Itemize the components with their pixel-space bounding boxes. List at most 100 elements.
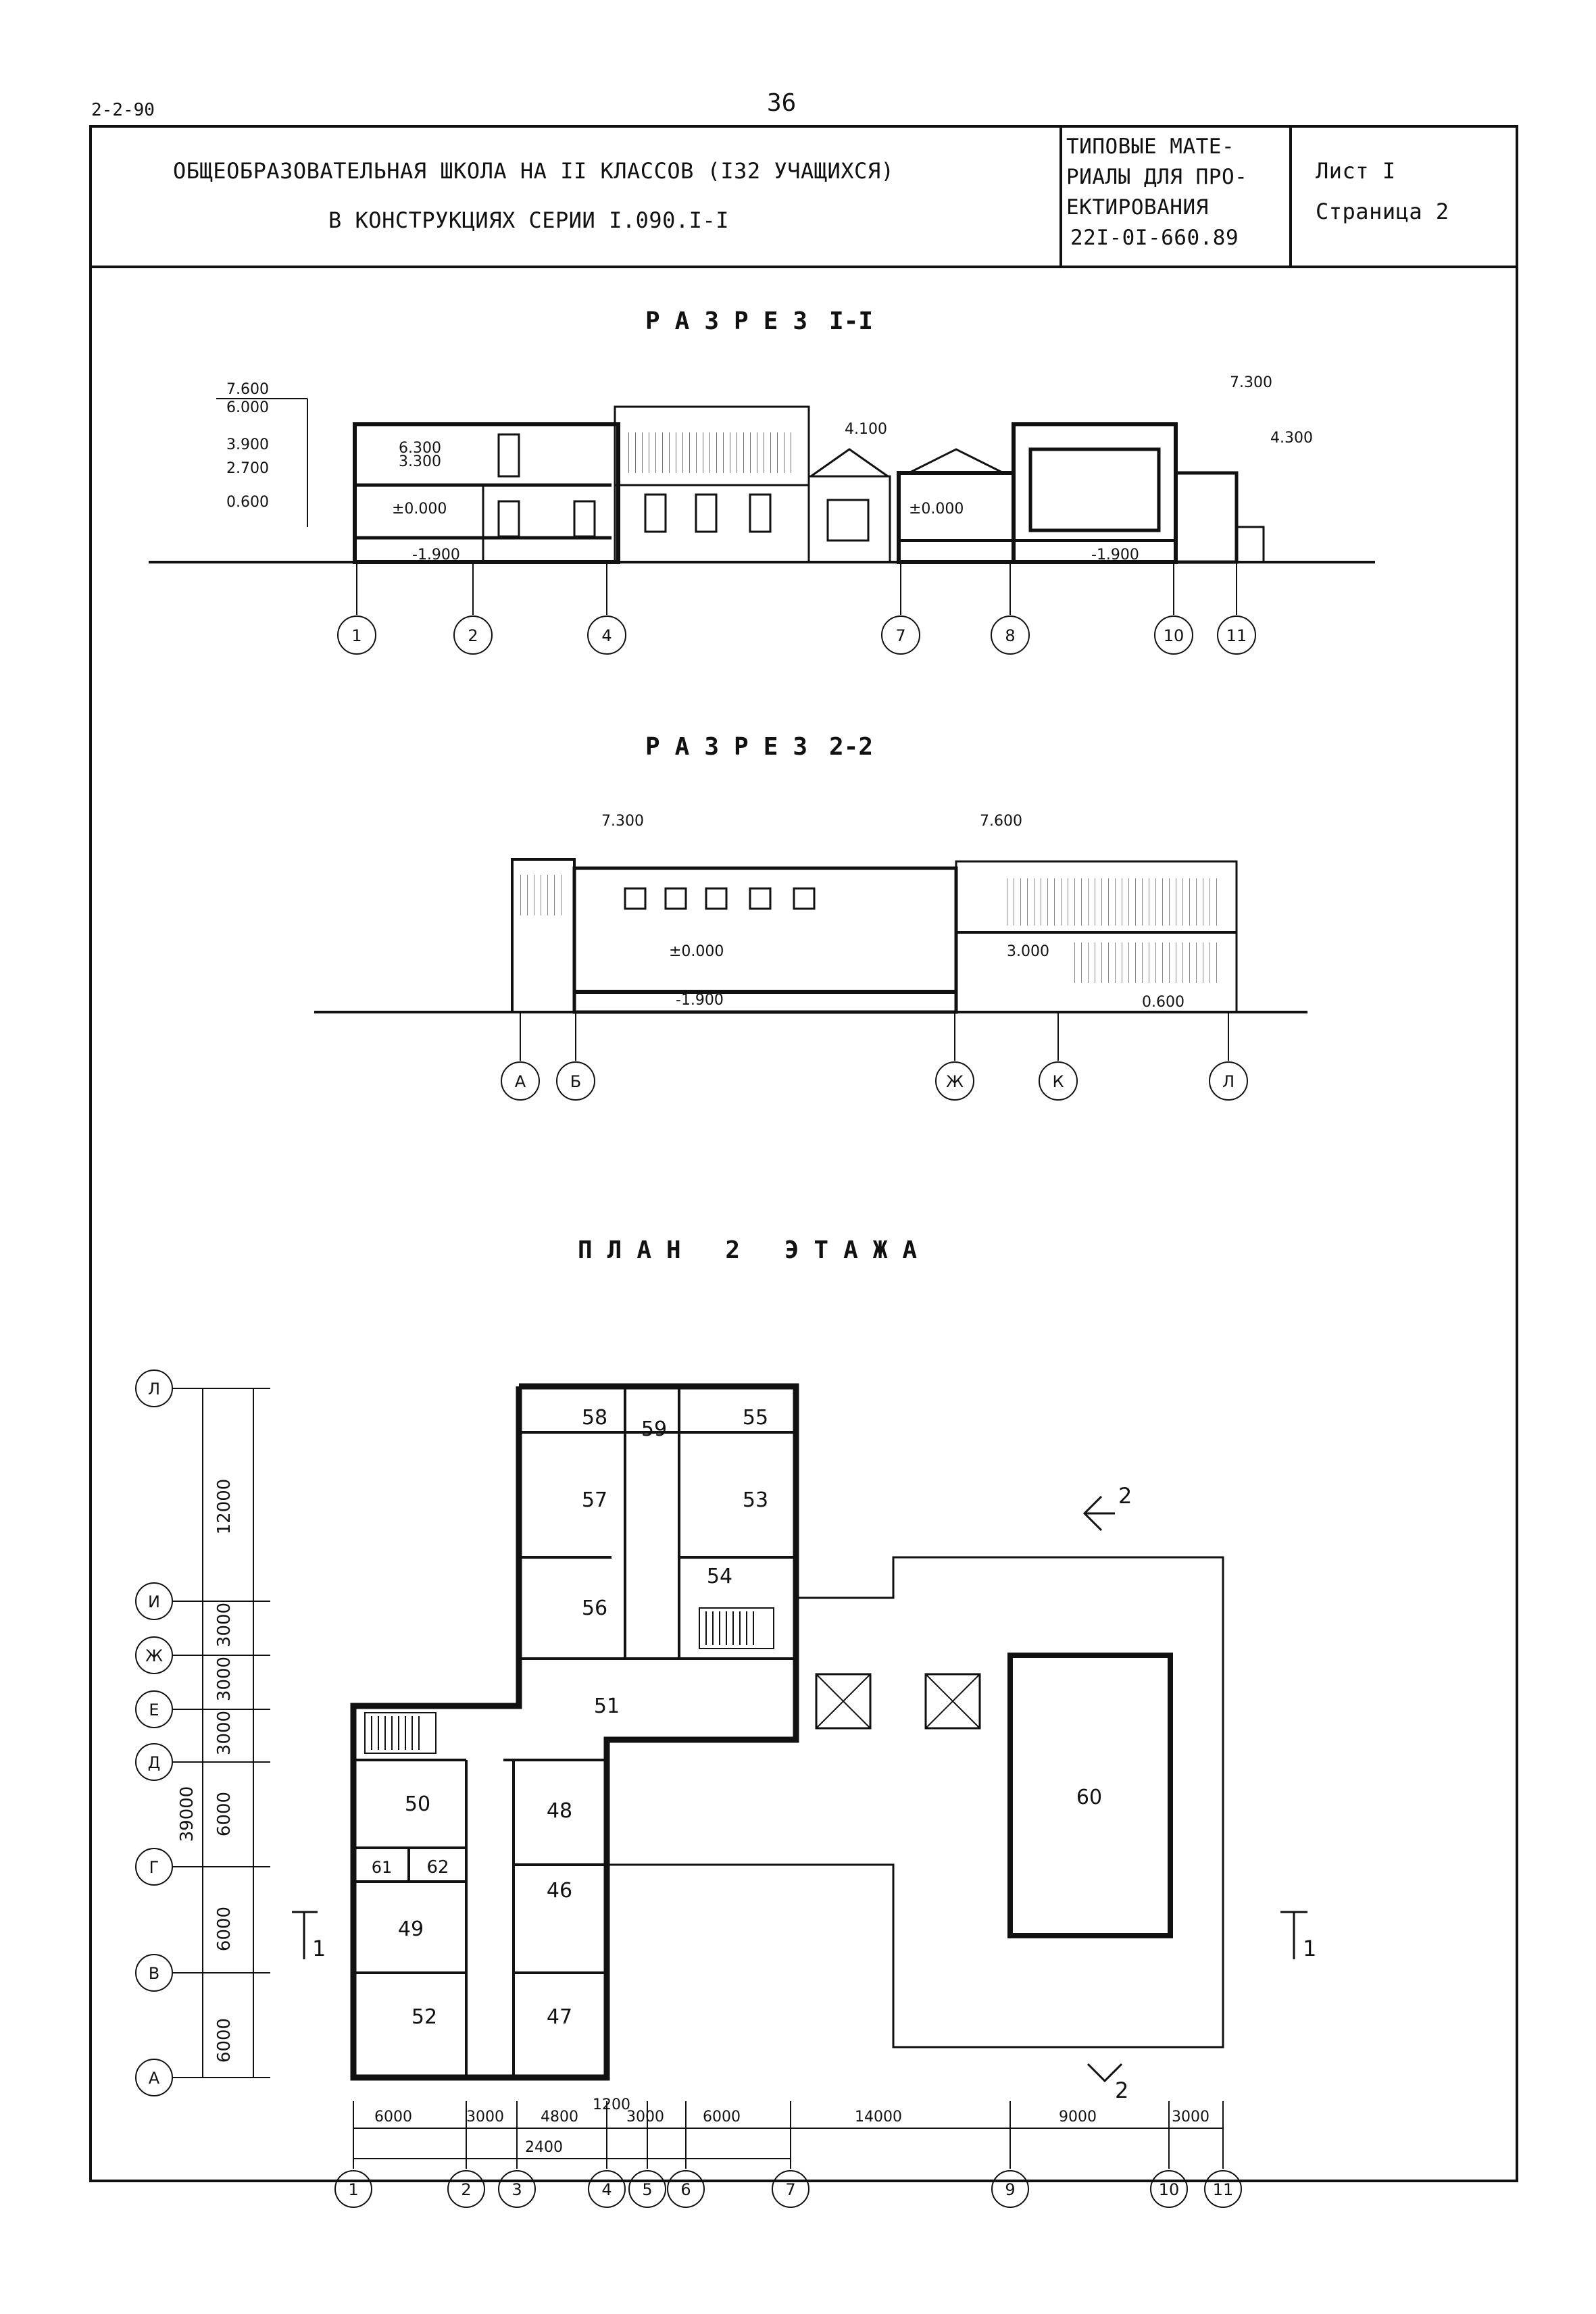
row-axes: Л И Ж Е Д Г В А <box>135 1369 270 2096</box>
series-line-3: ЕКТИРОВАНИЯ <box>1066 195 1209 220</box>
svg-text:Д: Д <box>148 1753 161 1772</box>
section-2-axes: А Б Ж К Л <box>501 1012 1248 1101</box>
svg-text:1: 1 <box>1303 1936 1316 1961</box>
page-label: Страница 2 <box>1316 199 1449 224</box>
svg-text:Ж: Ж <box>946 1072 964 1091</box>
svg-text:2: 2 <box>468 626 478 645</box>
room-47: 47 <box>547 2005 572 2029</box>
block-a <box>353 422 620 564</box>
svg-text:4800: 4800 <box>541 2109 578 2126</box>
svg-text:-1.900: -1.900 <box>412 547 460 563</box>
svg-text:±0.000: ±0.000 <box>669 943 724 960</box>
room-numbers: 58 59 55 57 53 54 56 51 50 48 61 62 46 4… <box>372 1406 1102 2029</box>
svg-text:2: 2 <box>1115 2078 1128 2103</box>
svg-text:3000: 3000 <box>214 1657 234 1701</box>
svg-text:-1.900: -1.900 <box>1091 547 1139 563</box>
svg-text:Л: Л <box>1222 1072 1235 1091</box>
room-57: 57 <box>582 1488 607 1512</box>
svg-text:4.300: 4.300 <box>1270 430 1313 447</box>
section-1-axes: 1 2 4 7 8 10 11 <box>337 562 1256 655</box>
svg-text:И: И <box>148 1592 160 1611</box>
svg-text:1: 1 <box>312 1936 326 1961</box>
svg-text:3: 3 <box>512 2180 522 2199</box>
row-dimensions: 12000 3000 3000 3000 6000 6000 6000 3900… <box>177 1388 254 2078</box>
drawing-frame: ОБЩЕОБРАЗОВАТЕЛЬНАЯ ШКОЛА НА II КЛАССОВ … <box>89 125 1518 2182</box>
sheet-label: Лист I <box>1316 158 1396 184</box>
svg-text:6: 6 <box>680 2180 691 2199</box>
svg-text:3.900: 3.900 <box>226 436 269 453</box>
svg-text:12000: 12000 <box>214 1479 234 1535</box>
sheet-code: 2-2-90 <box>91 100 155 120</box>
svg-text:7: 7 <box>785 2180 795 2199</box>
room-46: 46 <box>547 1879 572 1903</box>
svg-text:0.600: 0.600 <box>1142 994 1184 1011</box>
svg-text:7.600: 7.600 <box>980 813 1022 830</box>
svg-text:Б: Б <box>570 1072 581 1091</box>
room-50: 50 <box>405 1792 430 1816</box>
section-1-drawing: 7.600 6.000 3.900 2.700 0.600 6.300 3.30… <box>149 374 1375 655</box>
title-cell: ОБЩЕОБРАЗОВАТЕЛЬНАЯ ШКОЛА НА II КЛАССОВ … <box>92 128 1062 266</box>
title-line-1: ОБЩЕОБРАЗОВАТЕЛЬНАЯ ШКОЛА НА II КЛАССОВ … <box>173 158 895 184</box>
svg-text:6000: 6000 <box>214 2018 234 2063</box>
plan-outer-wall <box>350 1383 799 2081</box>
column-axes: 1 2 3 4 5 6 7 9 10 11 <box>334 2101 1242 2208</box>
svg-text:3.000: 3.000 <box>1007 943 1049 960</box>
svg-text:6000: 6000 <box>703 2109 741 2126</box>
block-c <box>897 471 1016 564</box>
svg-text:1: 1 <box>351 626 361 645</box>
svg-text:Ж: Ж <box>145 1646 163 1665</box>
series-line-4: 22I-0I-660.89 <box>1070 226 1239 250</box>
svg-text:8: 8 <box>1005 626 1015 645</box>
svg-text:39000: 39000 <box>177 1786 197 1842</box>
svg-text:В: В <box>149 1964 159 1983</box>
stair-2 <box>364 1712 437 1754</box>
svg-text:7: 7 <box>895 626 905 645</box>
svg-text:±0.000: ±0.000 <box>392 501 447 518</box>
svg-text:К: К <box>1052 1072 1064 1091</box>
svg-text:3000: 3000 <box>214 1603 234 1647</box>
svg-text:9: 9 <box>1005 2180 1015 2199</box>
svg-text:3000: 3000 <box>214 1711 234 1755</box>
room-60-hall <box>1007 1653 1173 1938</box>
svg-text:6000: 6000 <box>214 1792 234 1836</box>
room-55: 55 <box>743 1406 768 1430</box>
svg-text:11: 11 <box>1226 626 1247 645</box>
page-number: 36 <box>767 89 797 117</box>
room-49: 49 <box>398 1917 424 1941</box>
svg-text:0.600: 0.600 <box>226 494 269 511</box>
title-line-2: В КОНСТРУКЦИЯХ СЕРИИ I.090.I-I <box>328 207 729 233</box>
svg-text:9000: 9000 <box>1059 2109 1097 2126</box>
svg-text:6.300: 6.300 <box>399 440 441 457</box>
svg-text:6.000: 6.000 <box>226 399 269 416</box>
svg-text:4.100: 4.100 <box>845 421 887 438</box>
svg-text:7.300: 7.300 <box>1230 374 1272 391</box>
svg-text:4: 4 <box>601 2180 612 2199</box>
series-line-2: РИАЛЫ ДЛЯ ПРО- <box>1066 165 1248 189</box>
room-58: 58 <box>582 1406 607 1430</box>
svg-text:4: 4 <box>601 626 612 645</box>
sheet-cell: Лист I Страница 2 <box>1292 128 1516 266</box>
svg-text:6000: 6000 <box>374 2109 412 2126</box>
room-56: 56 <box>582 1596 607 1620</box>
svg-text:6000: 6000 <box>214 1907 234 1951</box>
svg-text:11: 11 <box>1213 2180 1234 2199</box>
room-54: 54 <box>707 1565 732 1588</box>
svg-text:2400: 2400 <box>525 2139 563 2156</box>
section-1-elevations: 7.600 6.000 3.900 2.700 0.600 6.300 3.30… <box>216 374 1313 563</box>
svg-text:Л: Л <box>148 1380 160 1399</box>
svg-text:2.700: 2.700 <box>226 460 269 477</box>
svg-text:10: 10 <box>1164 626 1184 645</box>
svg-text:2: 2 <box>461 2180 471 2199</box>
section-2-drawing: 7.300 7.600 ±0.000 -1.900 3.000 0.600 А … <box>314 813 1307 1101</box>
svg-text:А: А <box>515 1072 526 1091</box>
svg-text:2: 2 <box>1118 1483 1132 1509</box>
room-48: 48 <box>547 1799 572 1823</box>
room-62: 62 <box>426 1857 449 1878</box>
series-cell: ТИПОВЫЕ МАТЕ- РИАЛЫ ДЛЯ ПРО- ЕКТИРОВАНИЯ… <box>1062 128 1292 266</box>
svg-text:7.300: 7.300 <box>601 813 644 830</box>
column-dimensions: 6000 3000 4800 1200 3000 6000 14000 9000… <box>353 2096 1223 2159</box>
svg-text:5: 5 <box>642 2180 652 2199</box>
